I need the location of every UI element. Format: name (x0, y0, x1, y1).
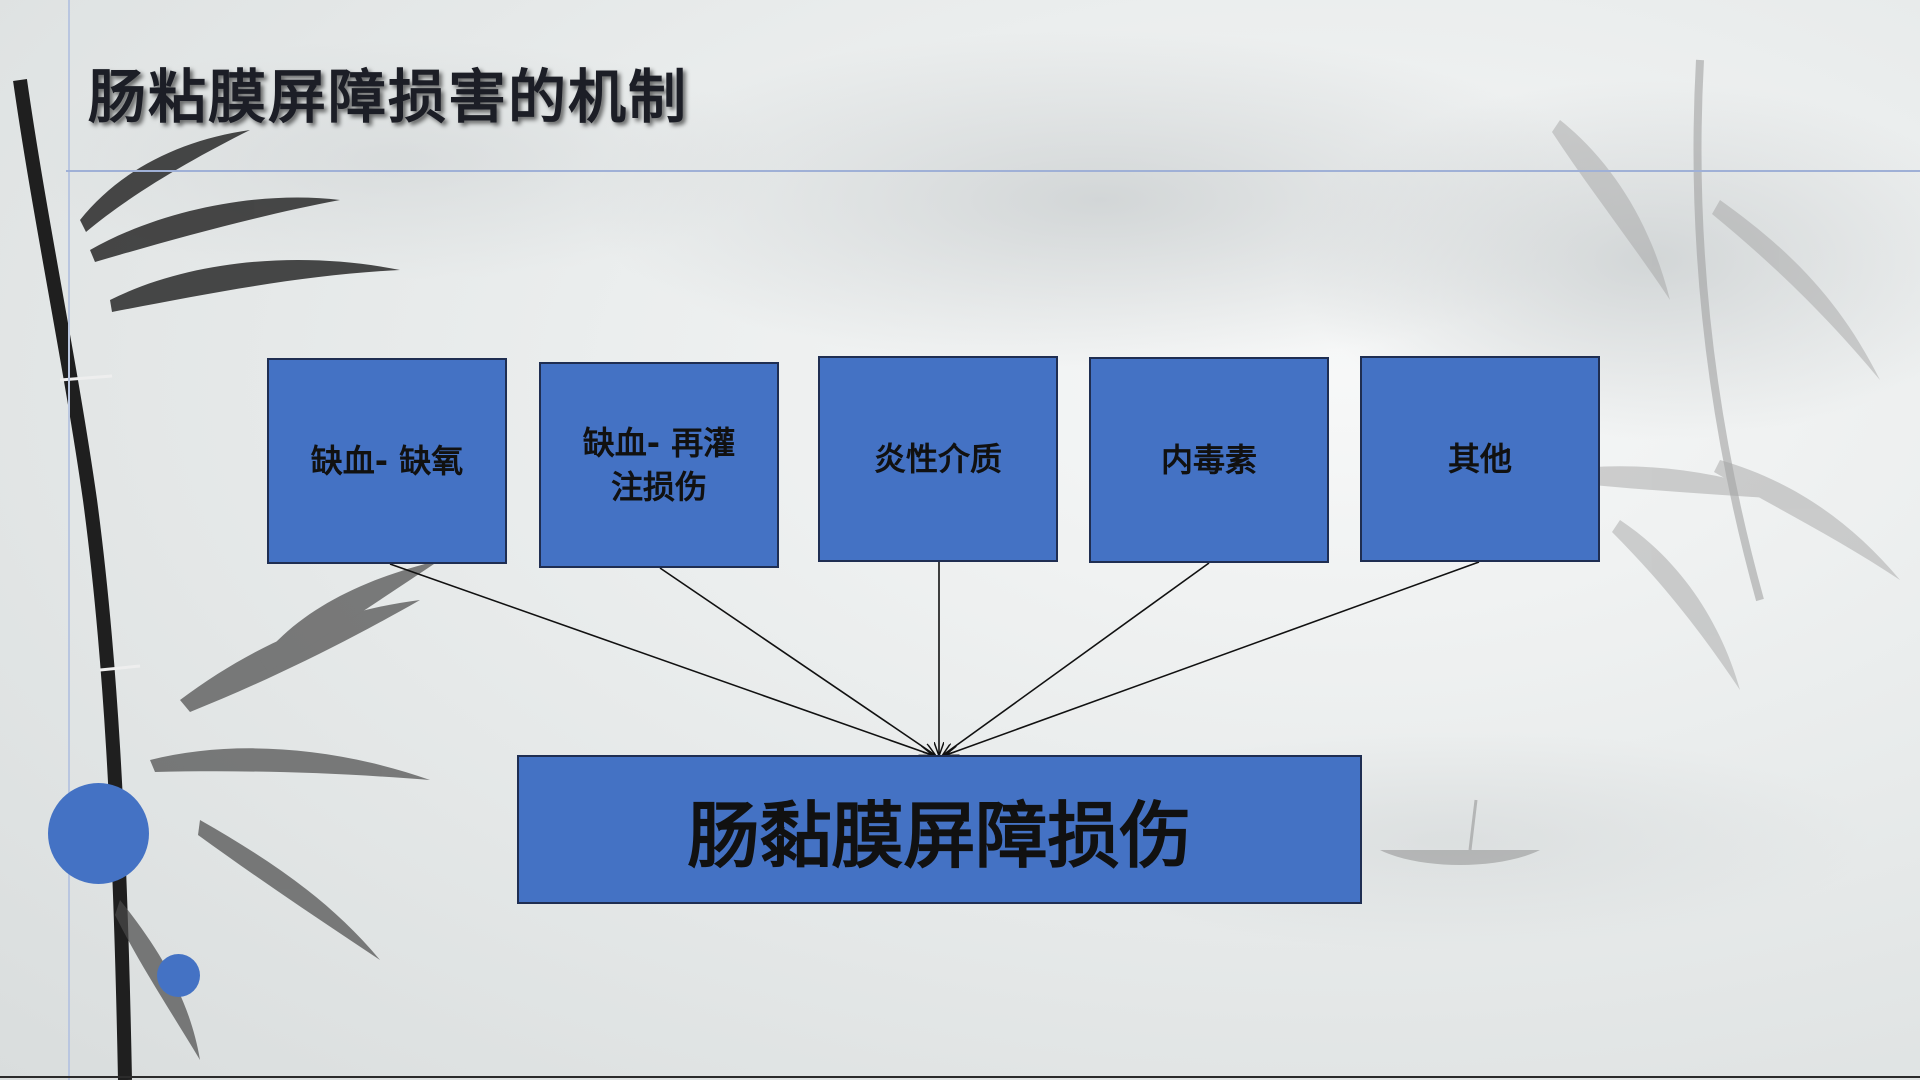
cause-box-ischemia-reperfusion: 缺血- 再灌 注损伤 (539, 362, 779, 568)
title-underline (66, 170, 1920, 172)
decorative-dot-large (48, 783, 149, 884)
cause-box-endotoxin: 内毒素 (1089, 357, 1329, 563)
cause-box-other: 其他 (1360, 356, 1600, 562)
cause-label: 缺血- 缺氧 (310, 442, 464, 480)
result-label: 肠黏膜屏障损伤 (687, 794, 1192, 878)
cause-box-ischemia-hypoxia: 缺血- 缺氧 (267, 358, 507, 564)
cause-label: 炎性介质 (873, 440, 1002, 478)
vertical-rule (68, 0, 70, 1080)
cause-label: 内毒素 (1160, 441, 1257, 479)
slide-title: 肠粘膜屏障损害的机制 (88, 63, 689, 131)
cause-label-line1: 缺血- 再灌 (582, 424, 736, 462)
cause-box-inflammatory-mediators: 炎性介质 (818, 356, 1058, 562)
cause-label: 其他 (1447, 440, 1512, 478)
bottom-border (0, 1076, 1920, 1078)
decorative-dot-small (157, 954, 200, 997)
cause-label-line2: 注损伤 (610, 468, 707, 506)
result-box-mucosal-barrier-injury: 肠黏膜屏障损伤 (517, 755, 1362, 904)
